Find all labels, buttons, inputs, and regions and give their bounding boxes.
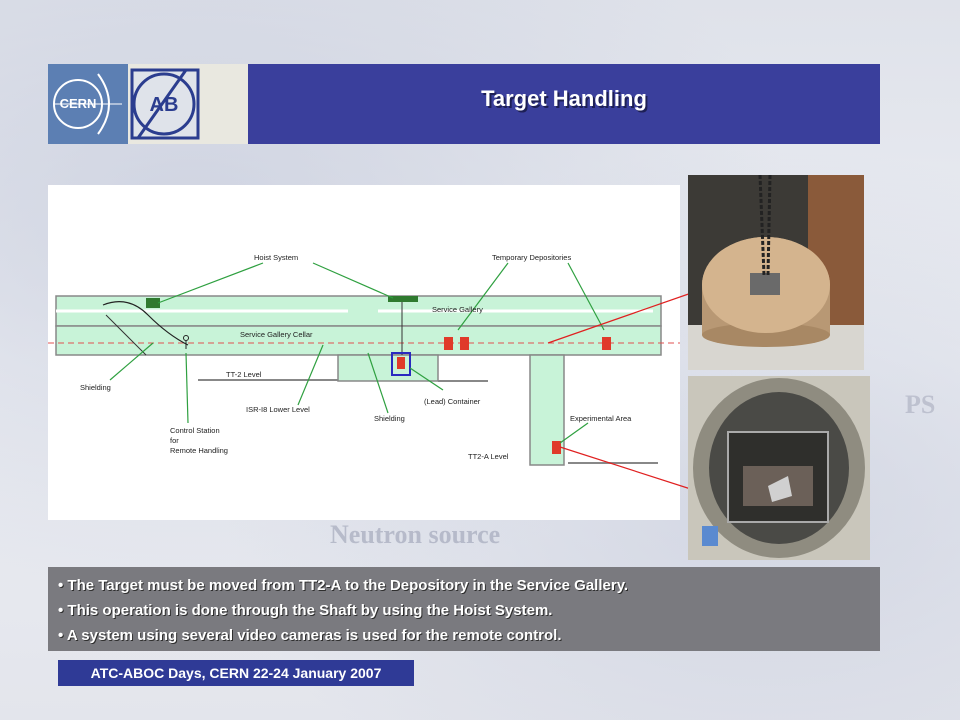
hoist-right [388, 296, 418, 302]
lead-container [391, 352, 411, 376]
label-tt2a-level: TT2-A Level [468, 452, 509, 461]
label-experimental-area: Experimental Area [570, 414, 632, 423]
label-lead-container: (Lead) Container [424, 397, 481, 406]
service-gallery-cellar-area [55, 325, 662, 356]
cern-logo-text: CERN [60, 96, 97, 111]
label-control-station-for: for [170, 436, 179, 445]
label-tt2-level: TT-2 Level [226, 370, 262, 379]
hoist-left [146, 298, 160, 308]
label-shielding-mid: Shielding [374, 414, 405, 423]
info-line-2: • This operation is done through the Sha… [58, 602, 553, 619]
experimental-target [552, 441, 561, 454]
cern-logo: CERN [48, 64, 128, 144]
depository-1 [444, 337, 453, 350]
label-remote-handling: Remote Handling [170, 446, 228, 455]
footer-text: ATC-ABOC Days, CERN 22-24 January 2007 [90, 665, 382, 681]
info-line-1: • The Target must be moved from TT2-A to… [58, 577, 629, 594]
depository-2 [460, 337, 469, 350]
slide-title: Target Handling [481, 86, 647, 111]
tunnel-diagram: Hoist System Temporary Depositories Serv… [48, 185, 680, 520]
lead-container-target [397, 357, 405, 369]
label-isr-lower-level: ISR-I8 Lower Level [246, 405, 310, 414]
background-watermark: Neutron source [330, 520, 501, 549]
label-hoist-system: Hoist System [254, 253, 298, 262]
shaft-top-photo [688, 175, 864, 370]
depository-3 [602, 337, 611, 350]
slide-header: CERN AB Target Handling [48, 64, 880, 144]
info-box: • The Target must be moved from TT2-A to… [48, 567, 880, 651]
ab-logo-text: AB [150, 94, 179, 116]
label-service-gallery: Service Gallery [432, 305, 483, 314]
ab-logo: AB [128, 64, 248, 144]
footer-banner: ATC-ABOC Days, CERN 22-24 January 2007 [58, 660, 414, 686]
label-temporary-depositories: Temporary Depositories [492, 253, 571, 262]
isr-lower-area [337, 354, 439, 382]
background-watermark-ps: PS [905, 390, 936, 419]
label-service-gallery-cellar: Service Gallery Cellar [240, 330, 313, 339]
label-shielding-left: Shielding [80, 383, 111, 392]
cable-path [102, 301, 189, 346]
staircase [105, 314, 147, 356]
info-line-3: • A system using several video cameras i… [58, 627, 562, 644]
shaft-interior-photo [688, 376, 870, 560]
label-control-station: Control Station [170, 426, 220, 435]
